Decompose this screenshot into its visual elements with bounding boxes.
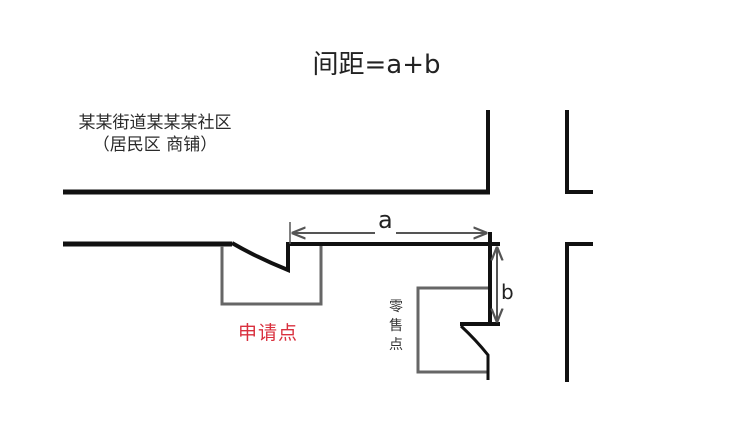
community-label-line1: 某某街道某某某社区 [78,113,232,133]
dimension-b-label: b [501,280,514,304]
lower-road-edge [63,232,500,326]
upper-road-edge [63,110,490,195]
dimension-a-label: a [375,206,396,234]
retail-point-label: 零售点 [389,299,403,353]
diagram-title: 间距=a+b [312,50,441,80]
application-point-building [220,246,323,306]
application-point-label: 申请点 [238,322,299,344]
cross-street-upper-corner [565,110,593,194]
community-label: 某某街道某某某社区 （居民区 商铺） [40,112,270,156]
community-label-line2: （居民区 商铺） [92,135,218,155]
cross-street-lower-corner [565,242,593,382]
retail-point-building [416,286,500,380]
